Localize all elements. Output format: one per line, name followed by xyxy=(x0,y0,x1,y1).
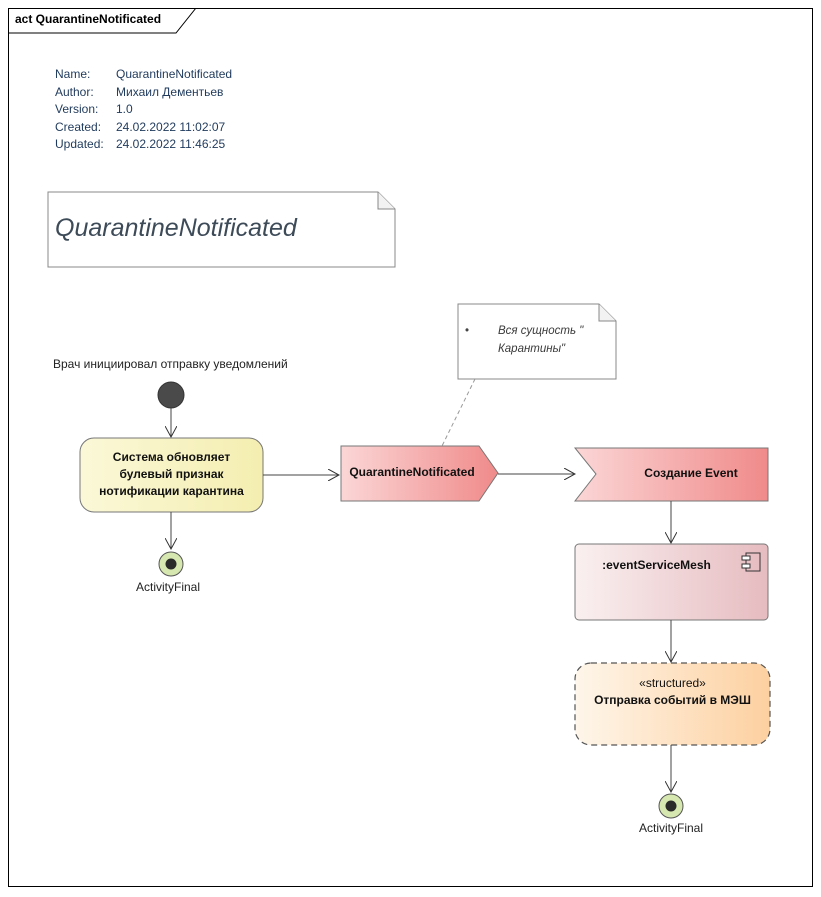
send-signal-label: QuarantineNotificated xyxy=(349,465,475,479)
frame-tab xyxy=(8,8,197,34)
action-label-line: булевый признак xyxy=(119,467,224,481)
activity-frame xyxy=(8,8,813,887)
initial-node-label: Врач инициировал отправку уведомлений xyxy=(53,357,288,371)
component-icon xyxy=(741,552,761,572)
comment-note-line-2: Карантины" xyxy=(498,343,566,355)
activity-final-right[interactable] xyxy=(658,793,684,819)
action-label-line: нотификации карантина xyxy=(99,484,244,498)
property-value: 24.02.2022 11:02:07 xyxy=(116,119,226,134)
send-signal-action[interactable] xyxy=(340,445,499,502)
structured-activity[interactable] xyxy=(574,662,771,746)
component-label: :eventServiceMesh xyxy=(602,558,711,572)
property-value: QuarantineNotificated xyxy=(116,67,233,81)
property-value: 1.0 xyxy=(116,102,133,117)
action-label-line: Система обновляет xyxy=(112,450,231,464)
accept-event-label: Создание Event xyxy=(644,466,738,480)
property-value: Михаил Дементьев xyxy=(116,84,224,99)
comment-note-line-1: Вся сущность " xyxy=(498,325,584,337)
property-row-name: Name: QuarantineNotificated xyxy=(55,66,232,84)
title-note[interactable] xyxy=(47,191,396,268)
property-label: Version: xyxy=(55,102,99,117)
action-update-flag-label: Система обновляет булевый признак нотифи… xyxy=(80,449,263,500)
diagram-properties: Name: QuarantineNotificated Author: Миха… xyxy=(55,66,232,154)
property-value: 24.02.2022 11:46:25 xyxy=(116,137,226,152)
property-label: Author: xyxy=(55,84,94,99)
property-row-author: Author: Михаил Дементьев xyxy=(55,84,232,102)
activity-final-left-label: ActivityFinal xyxy=(136,580,201,594)
property-label: Name: xyxy=(55,67,91,81)
component-event-service-mesh[interactable] xyxy=(574,543,769,621)
initial-node[interactable] xyxy=(157,381,185,409)
comment-note[interactable] xyxy=(457,303,617,380)
title-note-text: QuarantineNotificated xyxy=(55,214,297,242)
structured-activity-label: Отправка событий в МЭШ xyxy=(594,693,751,707)
property-row-version: Version: 1.0 xyxy=(55,101,232,119)
property-row-created: Created: 24.02.2022 11:02:07 xyxy=(55,119,232,137)
bullet-icon: • xyxy=(465,325,470,337)
structured-stereotype: «structured» xyxy=(639,676,706,690)
note-anchor-line xyxy=(441,378,476,447)
activity-final-right-label: ActivityFinal xyxy=(639,821,704,835)
property-row-updated: Updated: 24.02.2022 11:46:25 xyxy=(55,136,232,154)
activity-final-left[interactable] xyxy=(158,551,184,577)
frame-title: act QuarantineNotificated xyxy=(15,12,162,26)
property-label: Updated: xyxy=(55,137,104,152)
property-label: Created: xyxy=(55,119,102,134)
